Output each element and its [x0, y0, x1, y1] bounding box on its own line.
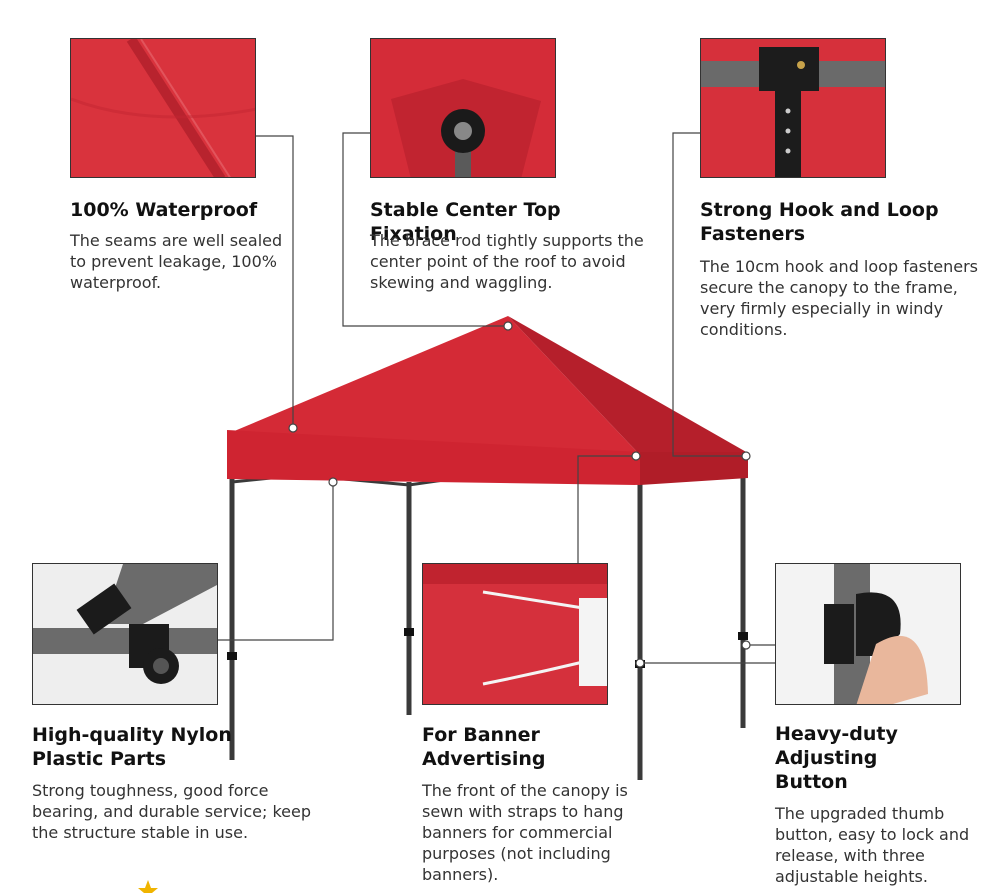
center-desc: The brace rod tightly supports the cente…	[370, 231, 644, 292]
fastener-icon	[701, 47, 885, 177]
hook-desc: The 10cm hook and loop fasteners secure …	[700, 257, 978, 339]
banner-straps-icon	[423, 564, 607, 686]
button-title: Heavy-duty Adjusting Button	[775, 723, 898, 793]
plastic-joint-closeup	[32, 563, 218, 705]
banner-straps-closeup	[422, 563, 608, 705]
star-icon	[138, 880, 158, 893]
fastener-closeup	[700, 38, 886, 178]
hook-title: Strong Hook and Loop Fasteners	[700, 199, 939, 245]
waterproof-desc: The seams are well sealed to prevent lea…	[70, 231, 283, 292]
banner-desc: The front of the canopy is sewn with str…	[422, 781, 628, 884]
waterproof-title: 100% Waterproof	[70, 199, 258, 221]
center-title: Stable Center Top Fixation	[370, 199, 561, 245]
center-hub-closeup	[370, 38, 556, 178]
nylon-title: High-quality Nylon Plastic Parts	[32, 724, 232, 770]
canopy-seam-icon	[71, 39, 255, 177]
nylon-desc: Strong toughness, good force bearing, an…	[32, 781, 312, 842]
center-hub-icon	[391, 79, 541, 177]
canopy-seam-closeup	[70, 38, 256, 178]
thumb-button-icon	[824, 564, 928, 704]
button-desc: The upgraded thumb button, easy to lock …	[775, 804, 970, 886]
plastic-joint-icon	[33, 564, 217, 684]
banner-title: For Banner Advertising	[422, 724, 546, 770]
thumb-button-closeup	[775, 563, 961, 705]
